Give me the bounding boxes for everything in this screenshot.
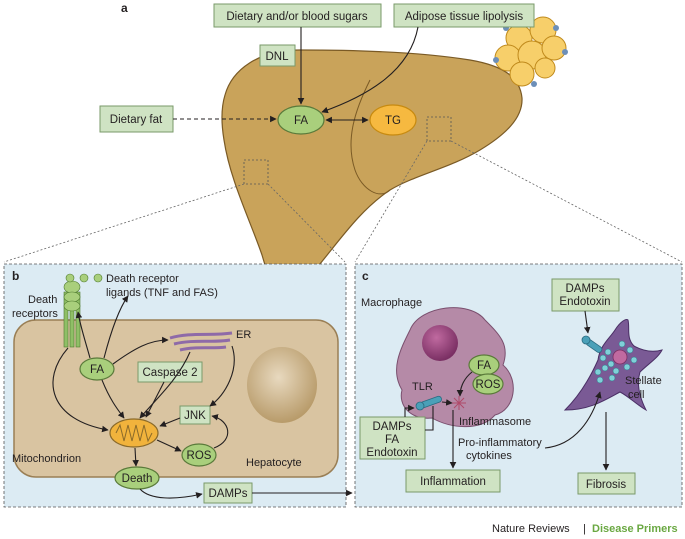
damps-endotoxin-to-stellate-arrow: [583, 310, 591, 334]
damps-endotoxin-line2: Endotoxin: [559, 296, 610, 308]
inflammasome-label: Inflammasome: [459, 416, 531, 428]
fa-ros-to-inflammasome-arrow: [456, 371, 473, 397]
er-icon: [169, 331, 233, 352]
hepatocyte-ros-label: ROS: [187, 450, 212, 462]
jnk-label: JNK: [184, 410, 206, 422]
dnl-box: [259, 44, 296, 67]
hepatocyte-fa-label: FA: [90, 364, 104, 376]
damps-endotoxin-box: [551, 278, 620, 312]
dietary-fat-label: Dietary fat: [110, 114, 163, 126]
stellate-nucleus: [612, 349, 628, 365]
fa-to-er-arrow: [112, 336, 169, 365]
cytokines-to-stellate-arrow: [544, 391, 602, 449]
hepatocyte-nucleus: [247, 347, 317, 423]
death-receptors-label-1: Death: [28, 294, 57, 306]
tg-node-label: TG: [385, 115, 401, 127]
damps-fa-endotoxin-line1: DAMPs: [373, 421, 412, 433]
mitochondrion-icon: [109, 418, 159, 448]
macrophage-ros-node: [472, 373, 504, 395]
fibrosis-box: [577, 472, 636, 495]
macrophage-label: Macrophage: [361, 297, 422, 309]
death-receptor-icon: [63, 280, 81, 348]
zoom-square-b: [243, 159, 269, 185]
mito-to-death-arrow: [132, 447, 139, 467]
damps-fa-endotoxin-line3: Endotoxin: [366, 447, 417, 459]
tlr-label: TLR: [412, 381, 433, 393]
pro-inflammatory-label-2: cytokines: [466, 450, 512, 462]
dietary-sugars-label: Dietary and/or blood sugars: [226, 11, 368, 23]
adipose-lipolysis-label: Adipose tissue lipolysis: [405, 11, 524, 23]
adipose-lipolysis-box: [393, 3, 535, 28]
zoom-square-c: [426, 116, 452, 142]
dietary-fat-box: [99, 105, 174, 133]
jnk-box: [179, 405, 211, 425]
liver-shape: [221, 49, 523, 293]
stellate-label-1: Stellate: [625, 375, 662, 387]
stellate-tlr-icon: [581, 335, 603, 353]
jnk-to-mito-arrow: [159, 417, 181, 427]
ligands-label-2: ligands (TNF and FAS): [106, 287, 218, 299]
fa-node: [277, 105, 325, 135]
guide-c-right: [450, 140, 683, 263]
ligands-label-1: Death receptor: [106, 273, 179, 285]
er-label: ER: [236, 329, 251, 341]
panel-b-label: b: [12, 269, 19, 283]
damps-fa-endotoxin-box: [359, 416, 426, 460]
macrophage-fa-label: FA: [477, 360, 491, 372]
macrophage-ros-label: ROS: [476, 379, 501, 391]
fa-node-label: FA: [294, 115, 308, 127]
pro-inflammatory-label-1: Pro-inflammatory: [458, 437, 542, 449]
death-receptor-ligands-icon: [65, 273, 103, 283]
panel-c-label: c: [362, 269, 369, 283]
stellate-label-2: cell: [628, 389, 645, 401]
tlr-icon: [415, 395, 442, 411]
panel-a-label: a: [121, 1, 128, 15]
receptors-to-mito-arrow: [52, 347, 109, 433]
damps-label: DAMPs: [209, 488, 248, 500]
fibrosis-label: Fibrosis: [586, 479, 627, 491]
hepatocyte-fa-node: [79, 357, 115, 381]
hepatocyte-label: Hepatocyte: [246, 457, 302, 469]
guide-c-left: [354, 140, 428, 263]
caspase-to-mito-arrow: [145, 381, 165, 418]
tg-node: [369, 104, 417, 136]
stellate-droplets: [594, 340, 638, 384]
footer-series: Disease Primers: [592, 523, 678, 535]
fa-to-mito-arrow: [101, 379, 125, 419]
fa-to-receptors-arrow: [75, 311, 91, 359]
liver-lobe-line: [350, 79, 391, 195]
fa-to-ligands-arrow: [103, 295, 129, 359]
caspase2-box: [137, 361, 203, 383]
footer-journal: Nature Reviews: [492, 523, 570, 535]
guide-b-left: [3, 183, 245, 263]
damps-fa-endotoxin-line2: FA: [385, 434, 399, 446]
macrophage-nucleus: [422, 325, 458, 361]
lipolysis-to-fa-arrow: [321, 26, 419, 114]
damps-to-tlr-arrow: [404, 404, 415, 417]
dnl-label: DNL: [265, 51, 289, 63]
er-to-jnk-arrow: [209, 345, 235, 407]
mitochondrion-label: Mitochondrion: [12, 453, 81, 465]
inflammasome-icon: [452, 396, 466, 410]
tlr-to-inflammasome-arrow: [441, 399, 453, 406]
damps-endotoxin-line1: DAMPs: [566, 283, 605, 295]
er-to-mito-arrow: [139, 351, 191, 419]
death-node: [114, 466, 160, 490]
inflammation-box: [405, 469, 501, 493]
ros-to-jnk-arrow: [211, 414, 229, 449]
death-to-damps-arrow: [139, 488, 203, 499]
dietary-sugars-box: [213, 3, 382, 28]
damps-to-tlr-line: [425, 406, 434, 431]
death-receptors-label-2: receptors: [12, 308, 58, 320]
hepatocyte-ros-node: [181, 443, 217, 467]
mito-to-ros-arrow: [156, 439, 182, 452]
inflammation-label: Inflammation: [420, 476, 486, 488]
death-label: Death: [122, 473, 153, 485]
caspase2-label: Caspase 2: [143, 367, 198, 379]
footer-separator: |: [583, 523, 586, 535]
